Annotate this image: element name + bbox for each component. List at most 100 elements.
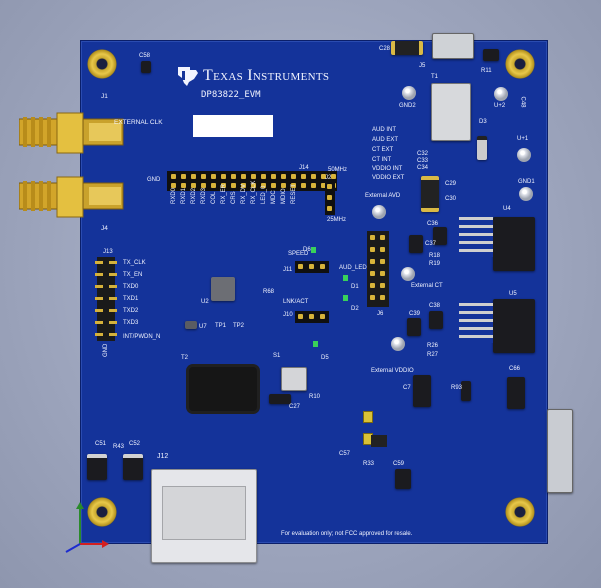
label-j4: J4 [101,225,108,232]
brand-name: Texas Instruments [203,67,330,84]
label-area [193,115,273,137]
header-signal-3: RXD3 [201,187,207,204]
diode-r11 [483,49,499,61]
label-gnd2: GND2 [399,103,416,109]
led-d2 [343,295,348,301]
label-d1: D1 [351,284,359,290]
label-j5: J5 [419,63,426,69]
label-c7: C7 [403,385,411,391]
header-signal-8: RX_CLK [251,180,257,204]
label-c52: C52 [129,441,141,447]
label-c27: C27 [289,404,301,410]
label-gnd-header: GND [147,177,161,183]
capacitor-c29 [421,176,439,212]
label-r11: R11 [481,68,492,74]
header-signal-9: LED_0 [261,185,267,204]
header-signal-2: RXD2 [191,187,197,204]
test-point-ext-avd [372,205,386,219]
crystal-r10 [269,394,291,404]
jumper-j11 [295,261,329,273]
header-j14 [167,171,337,191]
header-signal-1: RXD1 [181,187,187,204]
label-c34: C34 [417,165,429,171]
led-d5 [313,341,318,347]
label-c66: C66 [509,366,521,372]
capacitor-c37 [409,235,423,253]
capacitor-c59 [395,469,411,489]
sma-connector-j1 [19,112,124,154]
label-aud-int: AUD INT [372,127,396,133]
reset-button-s1[interactable] [281,367,307,391]
transformer-t1 [431,83,471,141]
mounting-hole-top-right [505,49,535,79]
label-j6: J6 [377,311,384,317]
usb-connector-j5 [432,33,474,59]
label-c57: C57 [339,451,351,457]
regulator-u5 [493,299,535,353]
label-aud-ext: AUD EXT [372,137,399,143]
regulator-u4-leads [459,217,493,257]
label-c28: C28 [379,46,391,52]
label-gnd-side: GND [103,343,109,357]
chip-u7 [185,321,197,329]
capacitor-c66 [507,377,525,409]
label-tp1: TP1 [215,323,227,329]
label-r93: R93 [451,385,463,391]
header-signal-7: RX_DV [241,183,247,204]
label-gnd1: GND1 [518,179,535,185]
label-50mhz: 50MHz [328,167,348,173]
label-txd1: TXD1 [123,296,139,302]
label-j12: J12 [157,453,169,460]
label-d2: D2 [351,306,359,312]
rj45-jack-j12 [151,469,257,563]
mounting-hole-bottom-right [505,497,535,527]
label-d3: D3 [479,119,487,125]
label-c59: C59 [393,461,405,467]
label-r26: R26 [427,343,439,349]
header-j6 [367,231,389,307]
label-ct-ext: CT EXT [372,147,394,153]
disclaimer-text: For evaluation only; not FCC approved fo… [281,531,413,537]
label-u2plus: U+2 [494,103,506,109]
label-c39: C39 [409,311,421,317]
label-u1plus: U+1 [517,136,529,142]
led-d1 [343,275,348,281]
capacitor-c52 [123,454,143,480]
header-signal-6: CRS [231,191,237,204]
side-connector [547,409,573,493]
label-j13: J13 [103,249,113,255]
test-point-gnd1 [519,187,533,201]
diode-d3 [477,136,487,160]
label-c38: C38 [429,303,441,309]
transformer-t2 [189,367,257,411]
pcb-board: Texas Instruments DP83822_EVM J1 EXTERNA… [19,33,573,563]
label-txd0: TXD0 [123,284,139,290]
pad-yellow-1 [363,411,373,423]
capacitor-c28 [391,41,423,55]
capacitor-c51 [87,454,107,480]
label-lnk-act: LNK/ACT [283,299,309,305]
label-int-pwdn: INT/PWDN_N [123,334,161,340]
test-point-u1plus [517,148,531,162]
sma-connector-j4 [19,176,124,218]
label-u2: U2 [201,299,209,305]
label-r68: R68 [263,289,275,295]
test-point-gnd2 [402,86,416,100]
label-u4: U4 [503,206,511,212]
label-vddio-ext: VDDIO EXT [372,175,405,181]
capacitor-c36 [433,227,447,245]
label-r33: R33 [363,461,375,467]
label-j2: J2 [325,175,332,181]
label-c30: C30 [445,196,457,202]
label-t2: T2 [181,355,189,361]
label-c48: C48 [519,96,526,108]
header-signal-0: RXD0 [171,187,177,204]
label-c37: C37 [425,241,437,247]
axis-triad-icon [65,502,109,553]
label-r10: R10 [309,394,321,400]
label-vddio-int: VDDIO INT [372,166,403,172]
label-r43: R43 [113,444,125,450]
label-tx-clk: TX_CLK [123,260,146,266]
ti-logo-icon [178,67,198,86]
test-point-ext-ct [401,267,415,281]
